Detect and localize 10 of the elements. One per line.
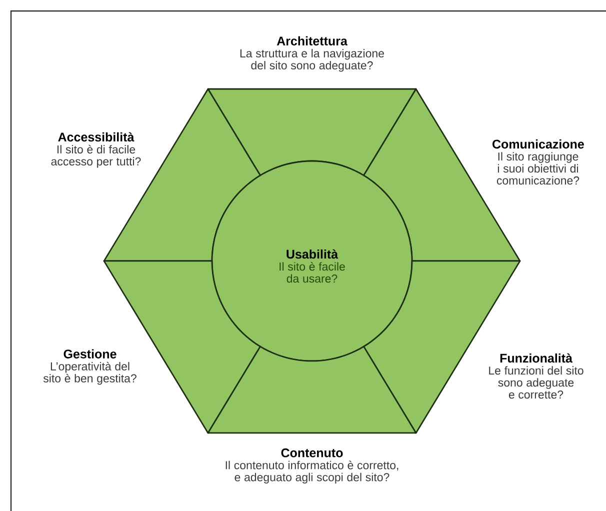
segment-label: Accessibilità Il sito è di facile accesso per tutti? [51,132,141,168]
hexagon-segment [207,346,417,434]
hexagon-segment [207,88,417,176]
segment-label: Comunicazione Il sito raggiunge i suoi obiettivi di comunicazione? [492,139,584,185]
center-label: Usabilità Il sito è facile da usare? [280,249,345,283]
segment-label: Contenuto Il contenuto informatico è corretto, e adeguato agli scopi del sito? [226,448,398,484]
center-circle [211,160,413,362]
segment-label: Funzionalità Le funzioni del sito sono adeguate e corrette? [489,353,584,399]
segment-label: Gestione L’operatività del sito è ben gestita? [43,349,136,385]
segment-label: Architettura La struttura e la navigazione del sito sono adeguate? [240,36,384,72]
